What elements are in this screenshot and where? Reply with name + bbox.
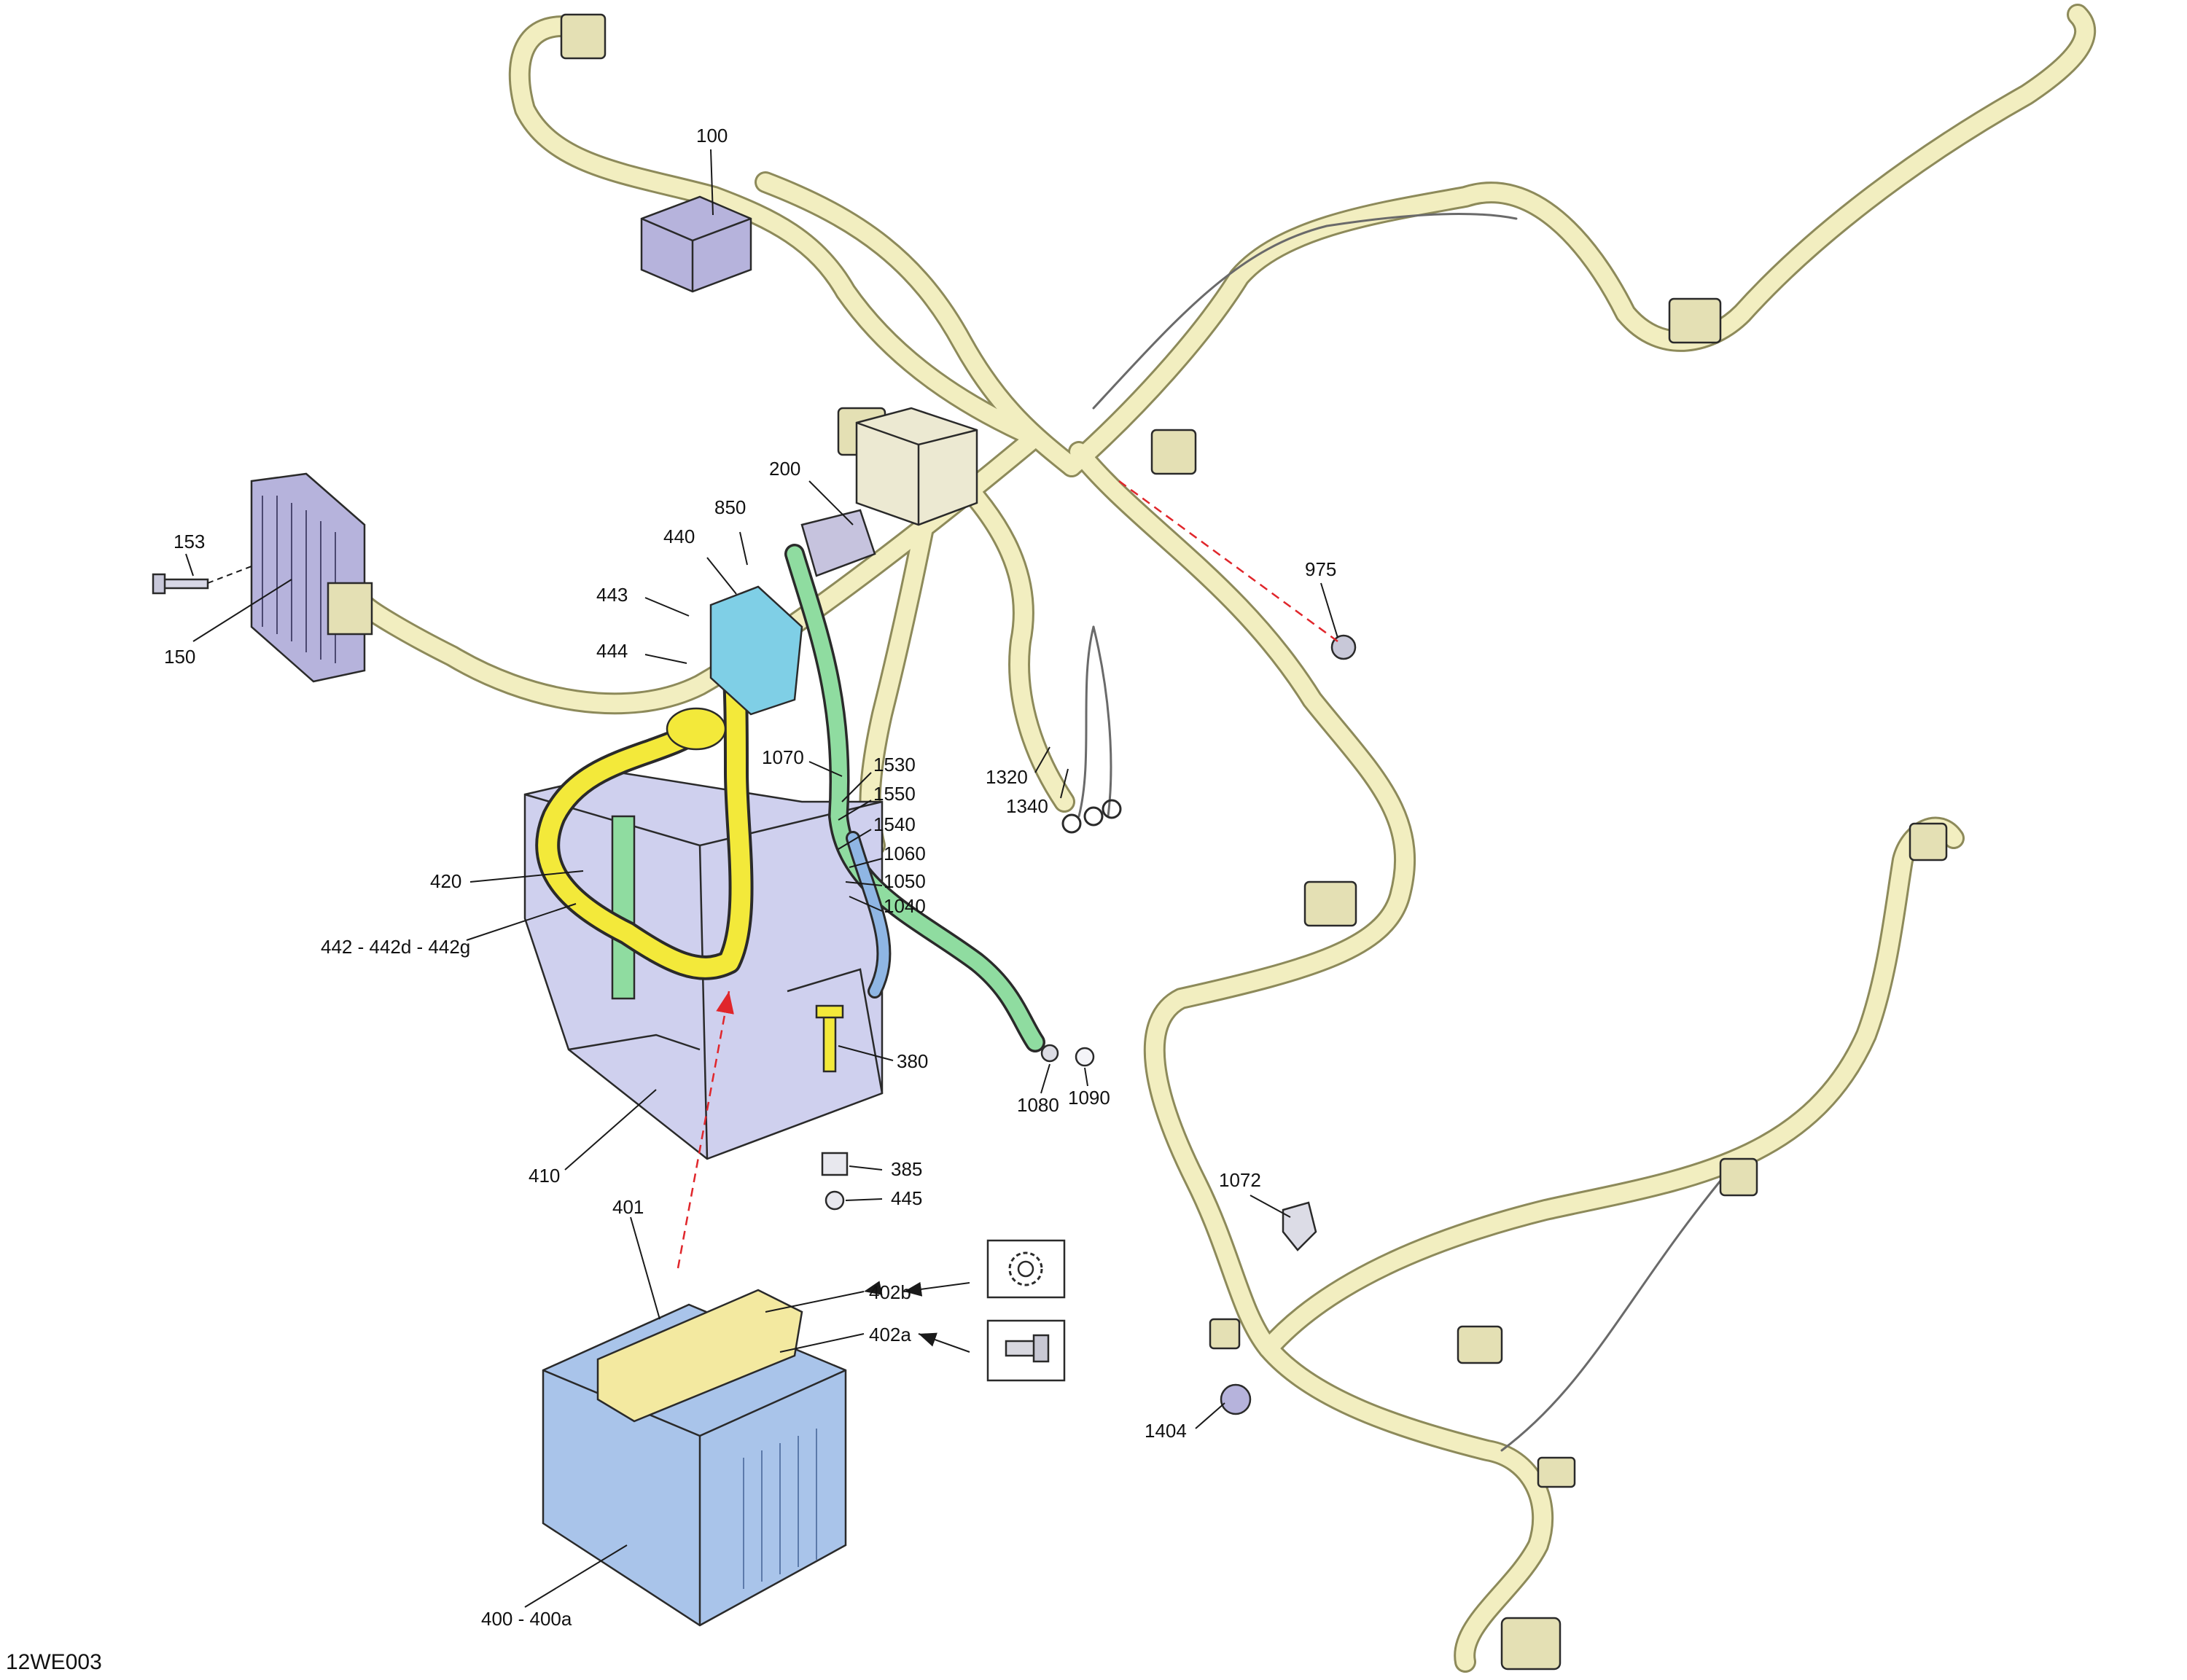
battery-400 [542, 991, 847, 1627]
harness-connector-lower-mid [1457, 1325, 1503, 1364]
inset-402a-bolt [986, 1319, 1066, 1382]
callout-1340: 1340 [1006, 795, 1048, 817]
callout-1530: 1530 [873, 754, 916, 775]
callout-402a: 402a [869, 1324, 911, 1345]
callout-1550: 1550 [873, 783, 916, 805]
callout-1320: 1320 [986, 766, 1028, 788]
clip-975 [1118, 480, 1357, 660]
callout-401: 401 [612, 1196, 644, 1218]
callout-1404: 1404 [1145, 1420, 1187, 1442]
main-wiring-harness [354, 4, 2097, 1673]
callout-1540: 1540 [873, 813, 916, 835]
callout-442: 442 - 442d - 442g [321, 936, 470, 958]
callout-1060: 1060 [884, 843, 926, 864]
callout-200: 200 [769, 458, 800, 480]
callout-1090: 1090 [1068, 1087, 1110, 1109]
reference-code: 12WE003 [6, 1650, 102, 1674]
relay-block-200 [800, 407, 978, 577]
harness-connector-bottom [1500, 1617, 1562, 1671]
ring-terminal [1083, 806, 1104, 827]
callout-444: 444 [596, 640, 628, 662]
callout-850: 850 [714, 496, 746, 518]
callout-1080: 1080 [1017, 1094, 1059, 1116]
callout-410: 410 [529, 1165, 560, 1187]
callout-1070: 1070 [762, 746, 804, 768]
harness-connector-far-right [1909, 822, 1948, 862]
callout-443: 443 [596, 584, 628, 606]
callout-400: 400 - 400a [481, 1608, 572, 1630]
voltage-regulator-150 [250, 472, 373, 683]
callout-100: 100 [696, 125, 728, 146]
callout-402b: 402b [869, 1281, 911, 1303]
bolt-380 [815, 1004, 844, 1073]
callout-1050: 1050 [884, 870, 926, 892]
callout-1072: 1072 [1219, 1169, 1261, 1191]
hardware-385-445 [821, 1152, 849, 1211]
solenoid-440 [709, 585, 803, 716]
ring-terminal [1061, 813, 1082, 834]
hardware-1080-1090 [1040, 1044, 1095, 1067]
harness-connector-top [560, 13, 607, 60]
positive-cable-420 [535, 629, 754, 980]
callout-380: 380 [897, 1050, 928, 1072]
leader-lines [185, 149, 1338, 1608]
harness-connector-lower-small [1537, 1456, 1576, 1488]
callout-975: 975 [1305, 558, 1336, 580]
inset-402b-star-washer [986, 1239, 1066, 1299]
callout-153: 153 [174, 531, 205, 552]
ring-terminal [1102, 799, 1122, 819]
callout-150: 150 [164, 646, 195, 668]
callout-445: 445 [891, 1187, 922, 1209]
module-100 [640, 195, 752, 293]
callout-420: 420 [430, 870, 461, 892]
callout-1040: 1040 [884, 895, 926, 917]
callout-385: 385 [891, 1158, 922, 1180]
harness-connector-right [1303, 880, 1357, 927]
bolt-153 [152, 564, 256, 595]
callout-440: 440 [663, 526, 695, 547]
clip-1072 [1282, 1201, 1317, 1251]
harness-connector-1404-mount [1209, 1318, 1241, 1350]
harness-connector-upper-right [1668, 297, 1722, 344]
harness-connector-junction [1150, 429, 1197, 475]
grommet-1404 [1220, 1383, 1252, 1415]
callout-labels: 100 153 150 200 850 440 443 444 975 1070… [164, 125, 1336, 1630]
harness-connector-lower-right [1719, 1157, 1758, 1197]
